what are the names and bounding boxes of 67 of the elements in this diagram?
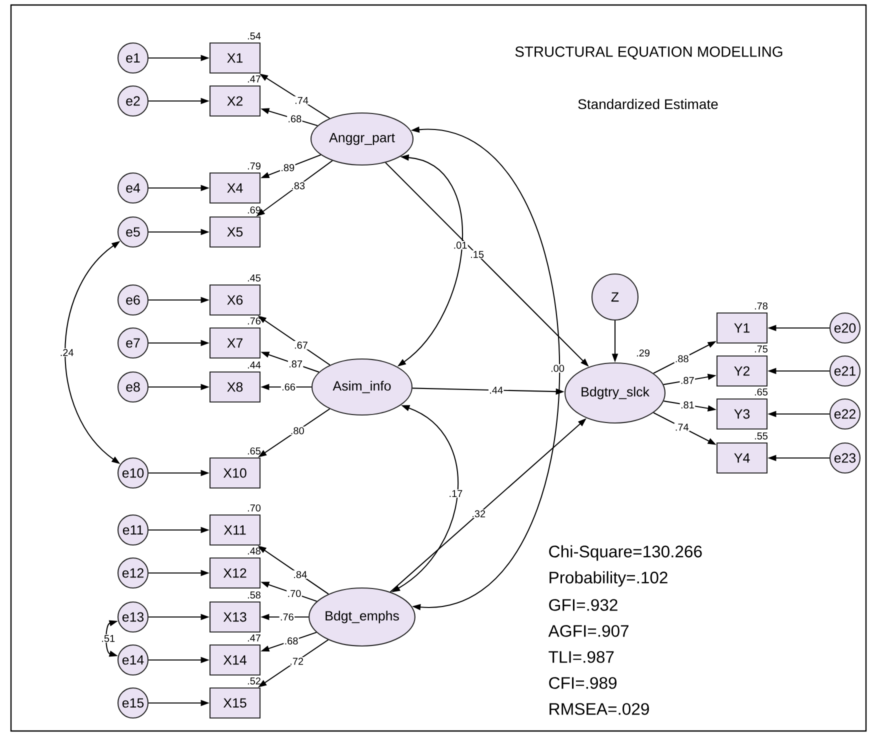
fit-statistic: RMSEA=.029 — [550, 703, 649, 715]
edge-label: .81 — [680, 400, 696, 410]
estimate-label: .47 — [248, 634, 260, 642]
title: STRUCTURAL EQUATION MODELLING — [515, 46, 782, 60]
fit-statistic: TLI=.987 — [548, 651, 614, 663]
estimate-label: .45 — [248, 274, 261, 282]
variable-box: X14 — [209, 644, 261, 676]
edge-label: .70 — [286, 589, 302, 598]
edge-label: .24 — [59, 348, 74, 357]
fit-statistic: AGFI=.907 — [548, 625, 628, 637]
edge-label: .68 — [287, 114, 302, 124]
fit-statistic: Chi-Square=130.266 — [549, 545, 702, 561]
edge-label: .80 — [290, 426, 305, 435]
variable-box: X2 — [209, 85, 261, 117]
estimate-label: .58 — [248, 591, 261, 599]
edge-label: .87 — [288, 360, 304, 368]
edge-label: .67 — [293, 340, 309, 350]
variable-box: Y2 — [716, 355, 768, 387]
variable-box: X4 — [209, 172, 261, 204]
edge-label: .74 — [294, 96, 310, 105]
estimate-label: .76 — [248, 317, 261, 325]
edge-label: .72 — [288, 657, 304, 666]
estimate-label: .55 — [754, 432, 768, 440]
estimate-label: .79 — [248, 162, 260, 170]
edge-label: .66 — [280, 382, 296, 392]
edge-label: .84 — [292, 570, 308, 579]
estimate-label: .65 — [248, 447, 261, 455]
variable-box: X12 — [209, 557, 261, 589]
variable-box: Y1 — [716, 312, 768, 344]
edge-label: .32 — [471, 510, 486, 518]
estimate-label: .29 — [636, 349, 650, 357]
estimate-label: .44 — [248, 362, 261, 368]
estimate-label: .70 — [248, 504, 261, 512]
edge-label: .74 — [674, 423, 690, 432]
estimate-label: .48 — [248, 547, 261, 555]
edge-label: .89 — [280, 163, 296, 172]
edge-label: .88 — [674, 354, 690, 363]
estimate-label: .75 — [754, 346, 768, 352]
fit-statistic: Probability=.102 — [550, 571, 668, 587]
fit-statistic: GFI=.932 — [549, 599, 618, 611]
edge-label: .17 — [448, 489, 464, 498]
variable-box: X11 — [209, 514, 261, 546]
variable-box: X13 — [209, 601, 261, 633]
variable-box: X10 — [209, 457, 261, 489]
edge-label: .01 — [452, 241, 468, 250]
variable-box: X8 — [209, 371, 261, 403]
edge-label: .15 — [469, 250, 485, 259]
estimate-label: .69 — [248, 206, 260, 214]
variable-box: X7 — [209, 327, 261, 359]
edge-label: .44 — [488, 386, 504, 394]
fit-statistic: CFI=.989 — [549, 677, 616, 689]
edge-label: .83 — [290, 182, 306, 190]
edge-label: .51 — [100, 634, 116, 643]
variable-box: Y4 — [716, 442, 768, 474]
edge-label: .00 — [550, 364, 566, 373]
estimate-label: .47 — [248, 76, 260, 82]
edge-label: .68 — [284, 636, 299, 646]
variable-box: X6 — [209, 284, 261, 316]
edge-label: .76 — [279, 612, 295, 622]
subtitle: Standardized Estimate — [578, 98, 718, 110]
variable-box: X5 — [209, 216, 261, 248]
variable-box: X1 — [209, 42, 261, 74]
variable-box: X15 — [209, 687, 261, 719]
edge-label: .87 — [680, 376, 695, 385]
estimate-label: .65 — [754, 388, 768, 396]
estimate-label: .52 — [248, 677, 260, 685]
variable-box: Y3 — [716, 398, 768, 430]
